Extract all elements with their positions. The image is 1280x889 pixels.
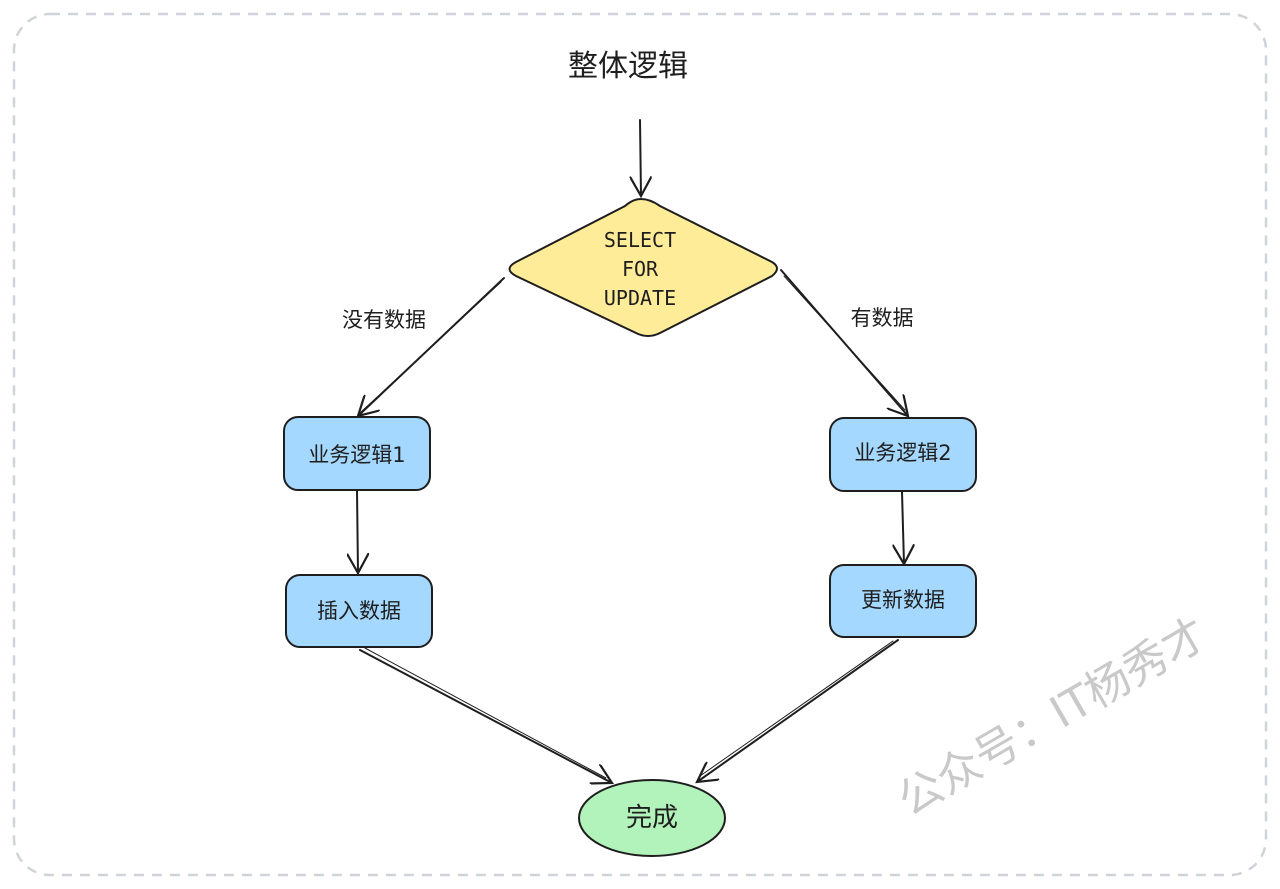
decision-label-line2: FOR — [622, 257, 659, 281]
node-insert-data[interactable]: 插入数据 — [285, 574, 433, 648]
edge-label-has-data: 有数据 — [851, 306, 914, 330]
diagram-title: 整体逻辑 — [568, 49, 688, 84]
edges — [357, 119, 908, 783]
node-logic2-box — [829, 417, 977, 492]
node-done-label: 完成 — [626, 803, 678, 833]
arrow-update-to-done — [697, 639, 899, 782]
arrow-sketch-stroke — [364, 647, 607, 779]
dashed-frame — [12, 12, 1268, 877]
node-insert-label: 插入数据 — [317, 599, 401, 623]
watermark-text: 公众号：IT杨秀才 — [889, 608, 1216, 826]
node-logic1-box — [283, 416, 431, 491]
node-done[interactable]: 完成 — [578, 779, 726, 857]
edge-label-no-data: 没有数据 — [342, 308, 426, 332]
node-update-box — [829, 564, 977, 638]
arrow-sketch-stroke — [783, 275, 906, 411]
node-done-ellipse — [578, 779, 726, 857]
decision-diamond-shape — [508, 197, 778, 337]
arrow-sketch-stroke — [699, 640, 894, 777]
node-logic2[interactable]: 业务逻辑2 — [829, 417, 977, 492]
node-insert-box — [285, 574, 433, 648]
decision-select-for-update[interactable]: SELECT FOR UPDATE — [508, 197, 778, 337]
arrow-logic2-to-update — [902, 491, 904, 564]
decision-label-line1: SELECT — [604, 228, 676, 252]
node-update-label: 更新数据 — [861, 588, 945, 612]
node-logic1[interactable]: 业务逻辑1 — [283, 416, 431, 491]
node-logic2-label: 业务逻辑2 — [854, 441, 951, 465]
arrow-logic1-to-insert — [357, 489, 358, 573]
decision-label-line3: UPDATE — [604, 286, 676, 310]
arrow-insert-to-done — [359, 649, 612, 783]
node-logic1-label: 业务逻辑1 — [308, 443, 405, 467]
arrow-start-to-decision — [640, 119, 641, 196]
node-update-data[interactable]: 更新数据 — [829, 564, 977, 638]
arrow-sketch-stroke — [360, 281, 502, 413]
